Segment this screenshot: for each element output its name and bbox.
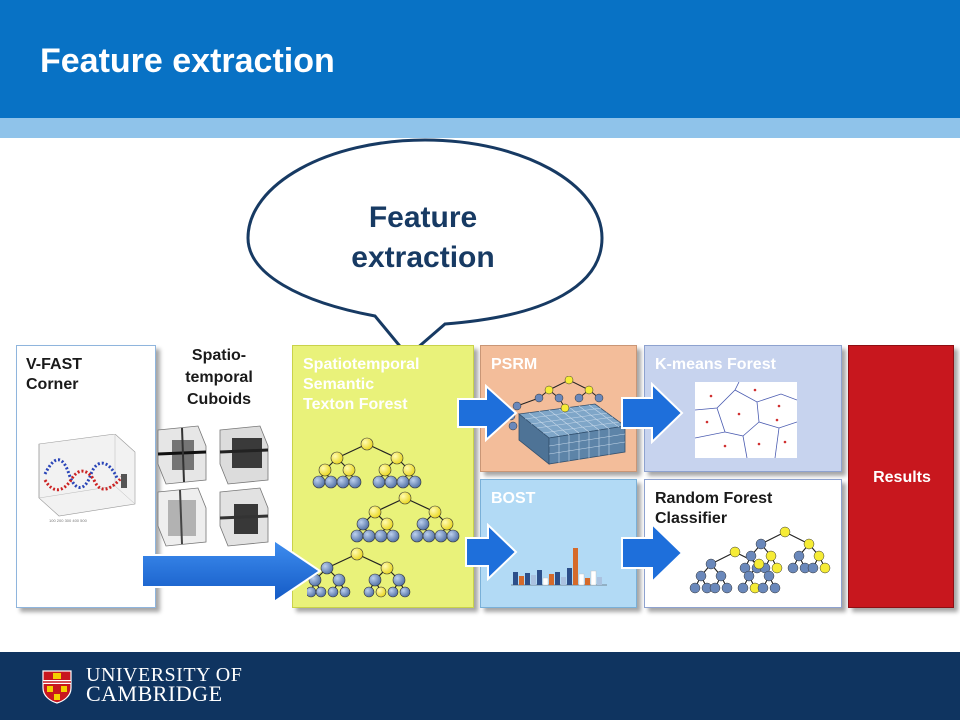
university-wordmark: UNIVERSITY OF CAMBRIDGE bbox=[86, 664, 243, 706]
callout-line-2: extraction bbox=[351, 241, 495, 274]
svg-text:100 200 300 400 500: 100 200 300 400 500 bbox=[49, 518, 88, 523]
arrow-stsf-to-bost bbox=[465, 523, 518, 581]
wordmark-line-2: CAMBRIDGE bbox=[86, 681, 223, 706]
callout-text: Feature extraction bbox=[300, 198, 546, 278]
stsf-box: Spatiotemporal Semantic Texton Forest bbox=[292, 345, 474, 608]
results-box: Results bbox=[848, 345, 954, 608]
arrow-vfast-to-stsf bbox=[141, 538, 322, 604]
results-label: Results bbox=[873, 469, 931, 486]
cambridge-crest-icon bbox=[42, 670, 72, 704]
arrow-stsf-to-psrm bbox=[457, 384, 518, 442]
vfast-box: V-FAST Corner 100 200 300 400 500 bbox=[16, 345, 156, 608]
psrm-label: PSRM bbox=[491, 356, 538, 373]
arrow-psrm-to-kmeans bbox=[621, 382, 684, 444]
title-stripe bbox=[0, 118, 960, 138]
callout-line-1: Feature bbox=[368, 201, 478, 234]
page-title: Feature extraction bbox=[40, 42, 335, 80]
stsf-label: Spatiotemporal Semantic Texton Forest bbox=[303, 356, 420, 413]
kmeans-voronoi bbox=[695, 382, 797, 458]
psrm-pyramid-grid bbox=[506, 376, 627, 465]
vfast-label: V-FAST Corner bbox=[26, 356, 83, 393]
kmeans-label: K-means Forest bbox=[655, 356, 776, 373]
rf-trees bbox=[689, 526, 831, 594]
vfast-3d-plot: 100 200 300 400 500 bbox=[38, 434, 136, 523]
cuboids-label: Spatio- temporal Cuboids bbox=[185, 347, 253, 408]
title-bar bbox=[0, 0, 960, 118]
bost-label: BOST bbox=[491, 490, 536, 507]
cuboid-images bbox=[157, 425, 269, 547]
rf-label: Random Forest Classifier bbox=[655, 490, 773, 527]
arrow-bost-to-rf bbox=[621, 522, 684, 584]
kmeans-box: K-means Forest bbox=[644, 345, 842, 472]
texton-trees bbox=[307, 437, 460, 598]
speech-bubble bbox=[246, 138, 604, 359]
bost-histogram bbox=[511, 548, 607, 586]
footer-bar bbox=[0, 652, 960, 720]
wordmark-line-1: UNIVERSITY OF bbox=[86, 664, 243, 686]
rf-box: Random Forest Classifier bbox=[644, 479, 842, 608]
